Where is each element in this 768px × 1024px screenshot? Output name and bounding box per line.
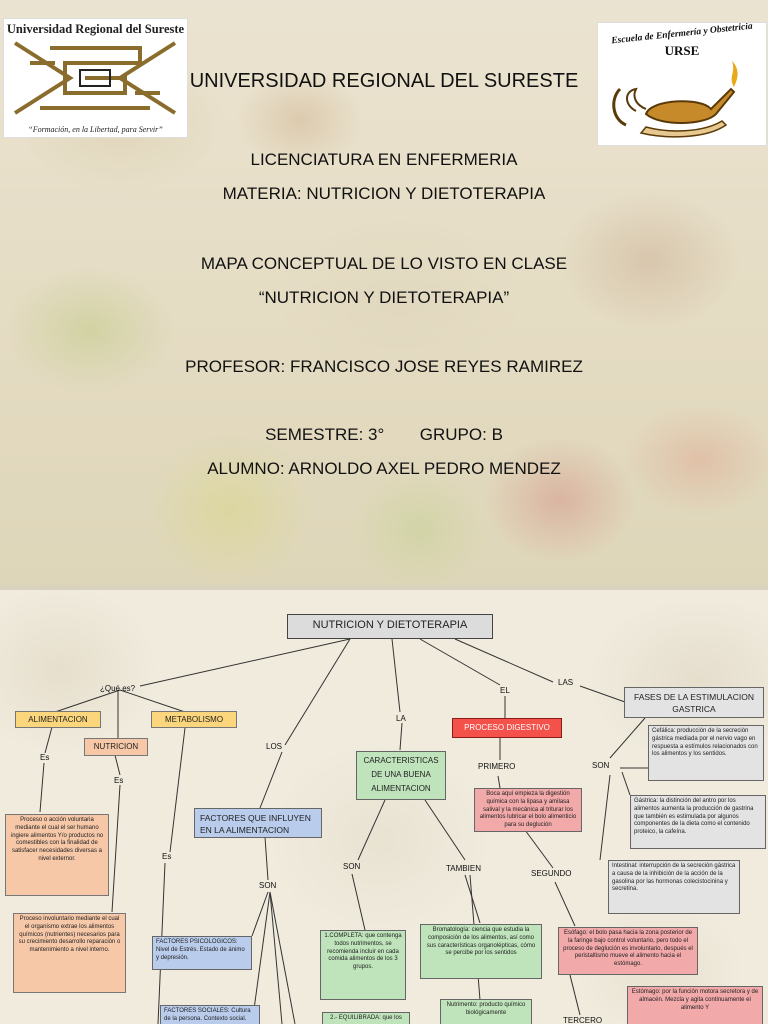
connector-es-1: Es xyxy=(40,753,50,762)
node-factores: FACTORES QUE INFLUYEN EN LA ALIMENTACION xyxy=(194,808,322,838)
connector-segundo: SEGUNDO xyxy=(531,869,572,878)
map-title: MAPA CONCEPTUAL DE LO VISTO EN CLASE xyxy=(200,254,568,273)
connector-son-factores: SON xyxy=(259,881,277,890)
university-logo: Universidad Regional del Sureste “Formac… xyxy=(3,18,188,138)
connector-son-fases: SON xyxy=(592,761,610,770)
semester-group-line: SEMESTRE: 3° GRUPO: B xyxy=(0,425,768,445)
map-subtitle: “NUTRICION Y DIETOTERAPIA” xyxy=(258,288,510,307)
connector-es-2: Es xyxy=(114,776,124,785)
professor-name: PROFESOR: FRANCISCO JOSE REYES RAMIREZ xyxy=(185,357,583,376)
connector-las: LAS xyxy=(558,678,574,687)
node-estomago: Estómago: por la función motora secretor… xyxy=(627,986,763,1024)
connector-lines xyxy=(39,638,648,1024)
connector-la: LA xyxy=(396,714,406,723)
node-nutricion-definition: Proceso involuntario mediante el cual el… xyxy=(13,913,126,993)
connector-que-es: ¿Qué es? xyxy=(100,684,136,693)
connector-son-caracteristicas: SON xyxy=(343,862,361,871)
connector-el: EL xyxy=(500,686,510,695)
map-root-title: NUTRICION Y DIETOTERAPIA xyxy=(287,614,493,639)
logo-university-name: Universidad Regional del Sureste xyxy=(6,22,185,36)
connector-primero: PRIMERO xyxy=(478,762,516,771)
node-nutricion: NUTRICION xyxy=(84,738,148,756)
node-caracteristicas: CARACTERISTICAS DE UNA BUENA ALIMENTACIO… xyxy=(356,751,446,800)
node-bromatologia: Bromatología: ciencia que estudia la com… xyxy=(420,924,542,979)
subject-name: MATERIA: NUTRICION Y DIETOTERAPIA xyxy=(222,184,546,203)
node-boca: Boca aquí empieza la digestión química c… xyxy=(474,788,582,832)
student-name: ALUMNO: ARNOLDO AXEL PEDRO MENDEZ xyxy=(207,459,561,478)
node-esofago: Esófago: el bolo pasa hacia la zona post… xyxy=(558,927,698,975)
node-fase-cefalica: Cefálica: producción de la secreción gás… xyxy=(648,725,764,781)
connector-tercero: TERCERO xyxy=(563,1016,603,1024)
university-name: UNIVERSIDAD REGIONAL DEL SURESTE xyxy=(189,70,579,92)
logo-acronym: URSE xyxy=(664,43,700,58)
connector-tambien: TAMBIEN xyxy=(446,864,481,873)
oil-lamp-icon xyxy=(612,61,738,138)
node-nutrimento: Nutrimento: producto químico biológicame… xyxy=(440,999,532,1024)
node-fase-intestinal: Intestinal: interrupción de la secreción… xyxy=(608,860,740,914)
fret-emblem-icon xyxy=(13,41,177,115)
node-fases-estimulacion: FASES DE LA ESTIMULACION GASTRICA xyxy=(624,687,764,718)
node-metabolismo: METABOLISMO xyxy=(151,711,237,728)
connector-es-3: Es xyxy=(162,852,172,861)
logo-motto: “Formación, en la Libertad, para Servir” xyxy=(28,125,163,134)
career-name: LICENCIATURA EN ENFERMERIA xyxy=(250,150,518,169)
title-slide: Universidad Regional del Sureste “Formac… xyxy=(0,0,768,585)
group: GRUPO: B xyxy=(419,425,503,444)
concept-map-slide: NUTRICION Y DIETOTERAPIA ¿Qué es? LOS LA… xyxy=(0,590,768,1024)
node-factores-sociales: FACTORES SOCIALES: Cultura de la persona… xyxy=(160,1005,260,1024)
node-completa: 1.COMPLETA: que contenga todos nutriment… xyxy=(320,930,406,1000)
node-equilibrada: 2.- EQUILIBRADA: que los xyxy=(322,1012,410,1024)
nursing-school-logo: Escuela de Enfermería y Obstetricia URSE xyxy=(597,22,767,146)
connector-los: LOS xyxy=(266,742,283,751)
node-fase-gastrica: Gástrica: la distinción del antro por lo… xyxy=(630,795,766,849)
node-proceso-digestivo: PROCESO DIGESTIVO xyxy=(452,718,562,738)
semester: SEMESTRE: 3° xyxy=(265,425,385,444)
node-factores-psicologicos: FACTORES PSICOLOGICOS: Nivel de Estrés. … xyxy=(152,936,252,970)
node-alimentacion: ALIMENTACION xyxy=(15,711,101,728)
node-alimentacion-definition: Proceso o acción voluntaria mediante el … xyxy=(5,814,109,896)
